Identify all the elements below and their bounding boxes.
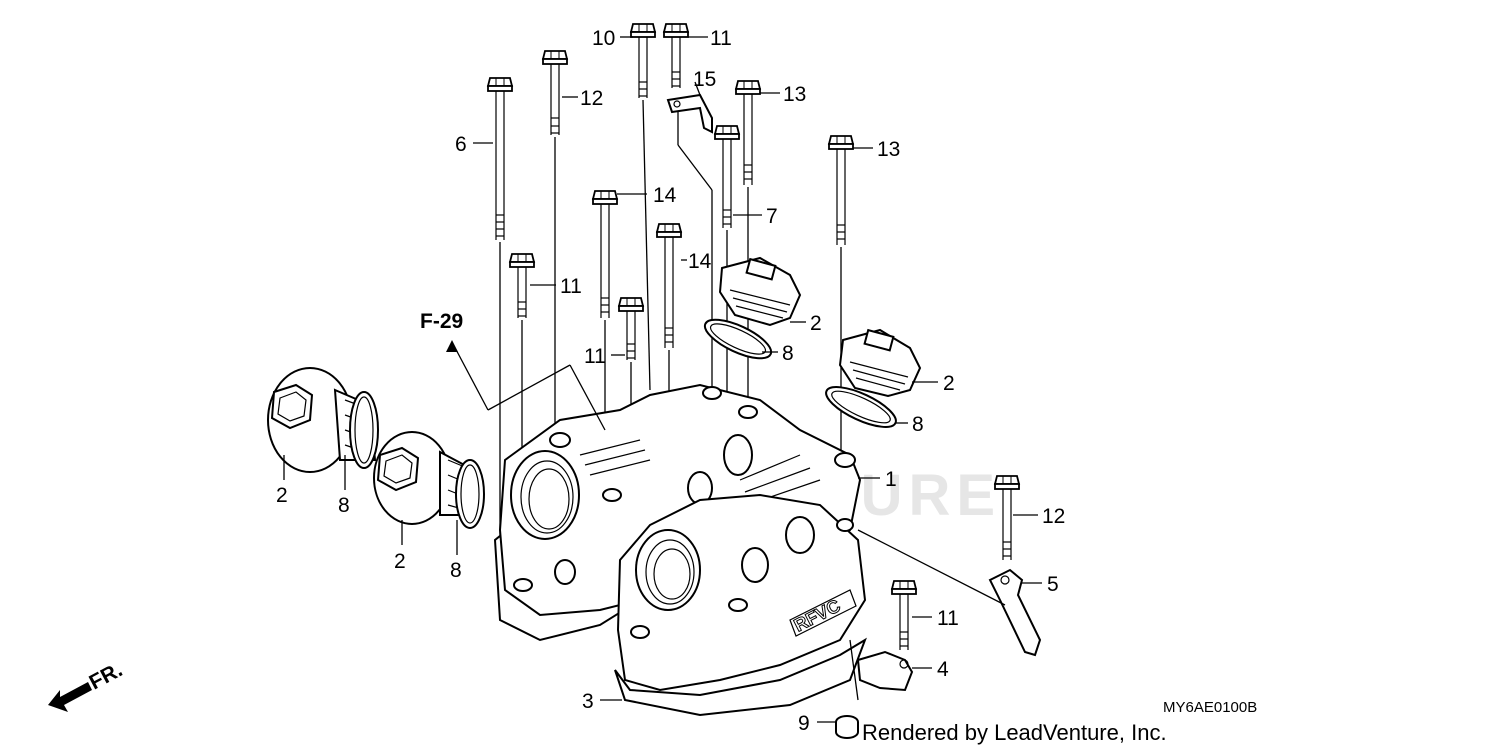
bracket-15[interactable] (666, 93, 713, 390)
callout-2[interactable]: 2 (810, 312, 822, 335)
bolt-7[interactable] (714, 125, 740, 395)
callout-13[interactable]: 13 (877, 138, 900, 161)
leader-lines (283, 36, 1042, 723)
reference-arrow (446, 340, 606, 431)
callout-14[interactable]: 14 (653, 184, 677, 207)
callout-12[interactable]: 12 (580, 87, 603, 110)
plug-2-upper-b[interactable] (838, 328, 922, 398)
callout-14[interactable]: 14 (688, 250, 712, 273)
bracket-4[interactable] (849, 639, 914, 701)
reference-label[interactable]: F-29 (420, 310, 463, 333)
callout-8[interactable]: 8 (450, 559, 462, 582)
bolt-13-left[interactable] (735, 80, 761, 410)
callout-10[interactable]: 10 (592, 27, 615, 50)
bolt-10[interactable] (630, 23, 656, 391)
callout-11[interactable]: 11 (560, 275, 582, 298)
front-arrow-icon (48, 682, 92, 712)
callout-8[interactable]: 8 (912, 413, 924, 436)
bracket-5[interactable] (857, 529, 1042, 657)
bolt-6[interactable] (487, 77, 513, 560)
callout-1[interactable]: 1 (885, 468, 897, 491)
footer-credit: Rendered by LeadVenture, Inc. (862, 720, 1167, 745)
callout-8[interactable]: 8 (782, 342, 794, 365)
callout-13[interactable]: 13 (783, 83, 806, 106)
callout-7[interactable]: 7 (766, 205, 778, 228)
cylinder-head-cover-assembly[interactable]: RFVC (493, 383, 867, 717)
callout-4[interactable]: 4 (937, 658, 949, 681)
diagram-code: MY6AE0100B (1163, 699, 1257, 716)
callout-5[interactable]: 5 (1047, 573, 1059, 596)
bolt-11-bottom[interactable] (891, 580, 917, 650)
dowel-pin-9[interactable] (835, 715, 859, 739)
callout-11[interactable]: 11 (584, 345, 606, 368)
callout-2[interactable]: 2 (943, 372, 955, 395)
bolt-12-right[interactable] (994, 475, 1020, 560)
callout-11[interactable]: 11 (937, 607, 959, 630)
callout-9[interactable]: 9 (798, 712, 810, 735)
callout-15[interactable]: 15 (693, 68, 716, 91)
callout-6[interactable]: 6 (455, 133, 467, 156)
bolt-14-left[interactable] (592, 190, 618, 430)
callout-2[interactable]: 2 (276, 484, 288, 507)
bolt-12-top[interactable] (542, 50, 568, 430)
callout-11[interactable]: 11 (710, 27, 732, 50)
callout-2[interactable]: 2 (394, 550, 406, 573)
o-ring-8-left-a[interactable] (349, 391, 379, 469)
o-ring-8-left-b[interactable] (455, 459, 485, 529)
front-label: FR. (86, 658, 127, 694)
callout-3[interactable]: 3 (582, 690, 594, 713)
plug-2-upper-a[interactable] (718, 256, 802, 327)
callout-12[interactable]: 12 (1042, 505, 1065, 528)
callout-8[interactable]: 8 (338, 494, 350, 517)
bolt-11-top[interactable] (663, 23, 689, 88)
